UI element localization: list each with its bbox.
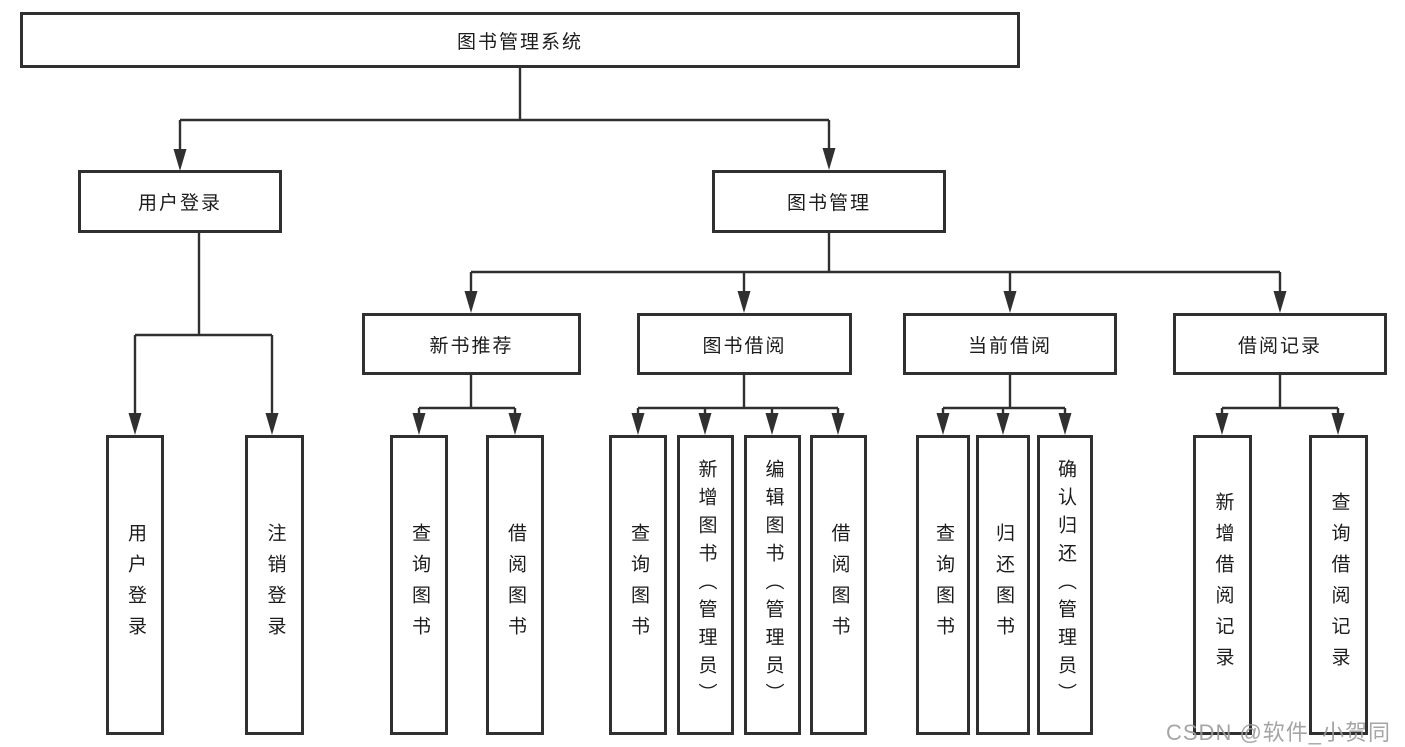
arrowhead — [1058, 413, 1072, 435]
node-leaf-logout: 注销登录 — [245, 435, 304, 735]
node-leaf-borrow-book-1: 借阅图书 — [486, 435, 544, 735]
arrowhead — [464, 291, 478, 313]
arrowhead — [936, 413, 950, 435]
connector-current-branch — [941, 375, 1067, 414]
node-label: 查询图书 — [932, 523, 954, 647]
node-label: 新增借阅记录 — [1212, 492, 1234, 678]
arrowhead — [765, 413, 779, 435]
node-label: 编辑图书（管理员） — [762, 459, 784, 711]
node-leaf-return-book: 归还图书 — [976, 435, 1030, 735]
node-leaf-edit-book-admin: 编辑图书（管理员） — [744, 435, 801, 735]
arrowhead — [1215, 413, 1229, 435]
node-label: 用户登录 — [124, 523, 146, 647]
node-label: 查询借阅记录 — [1328, 492, 1350, 678]
node-leaf-borrow-book-2: 借阅图书 — [810, 435, 867, 735]
arrowhead — [508, 413, 522, 435]
node-leaf-add-book-admin: 新增图书（管理员） — [677, 435, 734, 735]
arrowhead — [412, 413, 426, 435]
arrowhead — [265, 413, 279, 435]
arrowhead — [631, 413, 645, 435]
node-label: 查询图书 — [627, 523, 649, 647]
arrowhead — [173, 149, 187, 171]
arrowhead — [1273, 291, 1287, 313]
connector-user-login-branch — [133, 233, 274, 414]
node-label: 确认归还（管理员） — [1054, 459, 1076, 711]
node-current-borrow: 当前借阅 — [903, 313, 1117, 375]
node-label: 注销登录 — [264, 523, 286, 647]
csdn-watermark: CSDN @软件_小贺同学 — [1166, 720, 1392, 745]
connector-borrow-branch — [636, 375, 840, 414]
node-label: 新增图书（管理员） — [695, 459, 717, 711]
node-leaf-query-book-3: 查询图书 — [916, 435, 970, 735]
arrowhead — [1331, 413, 1345, 435]
node-leaf-query-book-2: 查询图书 — [609, 435, 667, 735]
node-book-management: 图书管理 — [712, 170, 946, 233]
node-label: 借阅图书 — [828, 523, 850, 647]
node-leaf-query-borrow-record: 查询借阅记录 — [1309, 435, 1368, 735]
connector-new-book-branch — [417, 375, 517, 414]
node-borrow-records: 借阅记录 — [1173, 313, 1387, 375]
node-label: 归还图书 — [992, 523, 1014, 647]
arrowhead — [128, 413, 142, 435]
node-label: 查询图书 — [408, 523, 430, 647]
node-library-system: 图书管理系统 — [20, 12, 1020, 68]
node-book-borrow: 图书借阅 — [637, 313, 852, 375]
node-leaf-confirm-return-admin: 确认归还（管理员） — [1037, 435, 1093, 735]
connector-records-branch — [1220, 375, 1340, 414]
node-leaf-add-borrow-record: 新增借阅记录 — [1193, 435, 1252, 735]
node-label: 借阅图书 — [504, 523, 526, 647]
node-new-book-recommend: 新书推荐 — [362, 313, 581, 375]
arrowhead — [822, 148, 836, 170]
arrowhead — [996, 413, 1010, 435]
connector-root-to-level2 — [178, 68, 831, 149]
arrowhead — [831, 413, 845, 435]
arrowhead — [1003, 291, 1017, 313]
node-user-login: 用户登录 — [78, 170, 282, 233]
arrowhead — [737, 291, 751, 313]
arrowhead — [698, 413, 712, 435]
node-leaf-user-login: 用户登录 — [106, 435, 164, 735]
node-leaf-query-book-1: 查询图书 — [390, 435, 448, 735]
connector-book-mgmt-branch — [469, 233, 1282, 292]
